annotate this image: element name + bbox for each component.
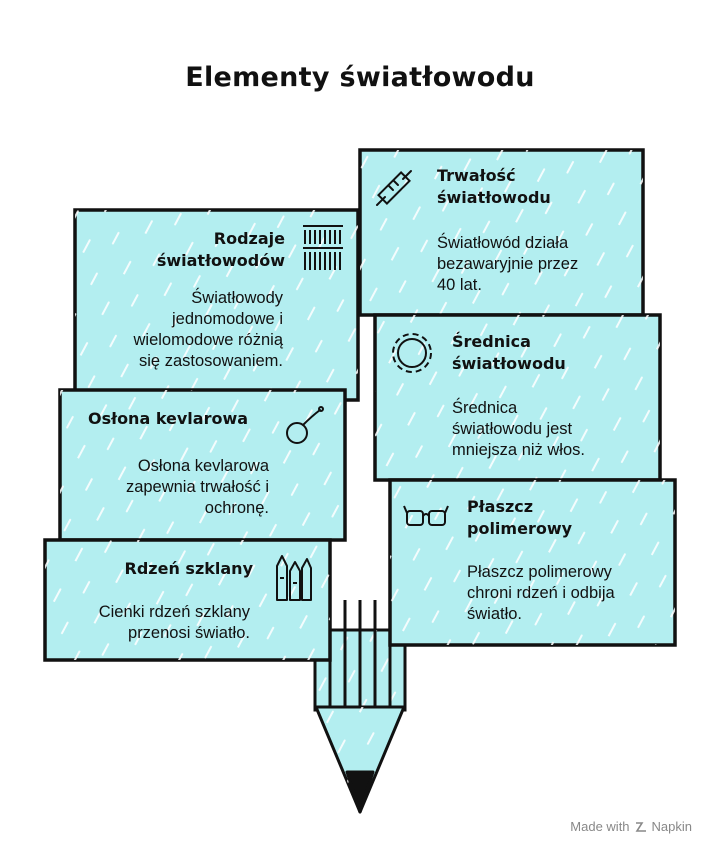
card-cladding-body: Płaszcz polimerowy chroni rdzeń i odbija… [467,563,615,623]
card-kevlar-body: Osłona kevlarowa zapewnia trwałość i och… [125,457,269,517]
card-diameter-title: Średnica światłowodu [452,332,566,373]
glasses-icon [403,505,449,526]
card-durability-body: Światłowód działa bezawaryjnie przez 40 … [437,234,579,294]
card-kevlar-box [58,388,347,542]
card-core-title: Rdzeń szklany [124,559,253,578]
card-types-body: Światłowody jednomodowe i wielomodowe ró… [133,289,284,370]
card-diameter-body: Średnica światłowodu jest mniejsza niż w… [452,399,585,459]
lasso-icon [286,406,324,444]
card-durability-title: Trwałość światłowodu [437,166,551,207]
card-core-body: Cienki rdzeń szklany przenosi światło. [98,603,250,642]
page-title: Elementy światłowodu [185,62,535,93]
footer-made-with-label: Made with [570,819,630,834]
card-kevlar-title: Osłona kevlarowa [88,409,249,428]
barcode-icon [303,225,343,270]
napkin-logo-icon [635,821,646,832]
footer-brand: Napkin [651,819,692,834]
footer-made-with: Made with Napkin [570,819,692,834]
card-cladding-title: Płaszcz polimerowy [467,497,573,538]
card-types-box [73,208,360,402]
card-cladding-box [388,478,677,647]
glass-rods-icon [276,555,312,601]
cable-icon [376,170,412,206]
card-types-title: Rodzaje światłowodów [156,229,285,270]
ring-icon [392,333,432,373]
pencil-tip [314,705,406,814]
